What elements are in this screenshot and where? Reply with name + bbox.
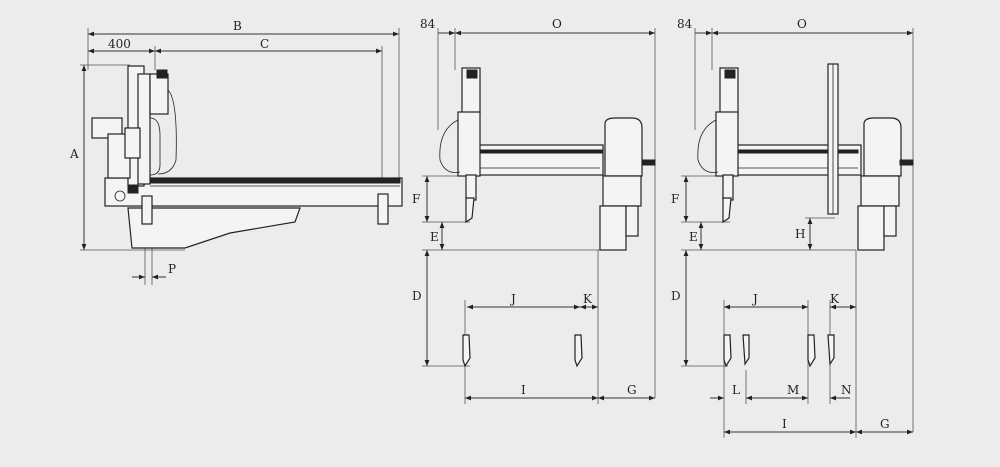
label-D: D (412, 289, 422, 303)
label-H: H (795, 227, 805, 241)
label-E-right: E (689, 230, 698, 244)
label-K-right: K (830, 292, 840, 306)
label-84: 84 (420, 17, 436, 31)
label-N: N (841, 383, 852, 397)
label-J-right: J (751, 292, 758, 306)
label-84-right: 84 (677, 17, 693, 31)
label-L: L (732, 383, 740, 397)
dual-arm-view-labels: 84 O F E H D J K L M N I G (671, 17, 890, 431)
label-D-right: D (671, 289, 681, 303)
label-I: I (521, 383, 526, 397)
label-A: A (69, 147, 79, 161)
label-O: O (552, 17, 562, 31)
front-view-labels: 84 O F E D J K I G (412, 17, 637, 397)
label-O-right: O (797, 17, 807, 31)
label-I-right: I (782, 417, 787, 431)
label-B: B (233, 19, 242, 33)
label-P: P (168, 262, 176, 276)
label-C: C (260, 37, 269, 51)
label-K: K (583, 292, 593, 306)
front-view (422, 28, 656, 404)
label-400: 400 (108, 37, 131, 51)
label-M: M (787, 383, 799, 397)
label-G: G (627, 383, 637, 397)
label-G-right: G (880, 417, 890, 431)
dual-arm-view (681, 28, 914, 438)
label-E: E (430, 230, 439, 244)
label-J: J (509, 292, 516, 306)
label-F-right: F (671, 192, 679, 206)
side-view-labels: B 400 C A P (69, 19, 269, 276)
side-view (80, 28, 403, 285)
label-F: F (412, 192, 420, 206)
